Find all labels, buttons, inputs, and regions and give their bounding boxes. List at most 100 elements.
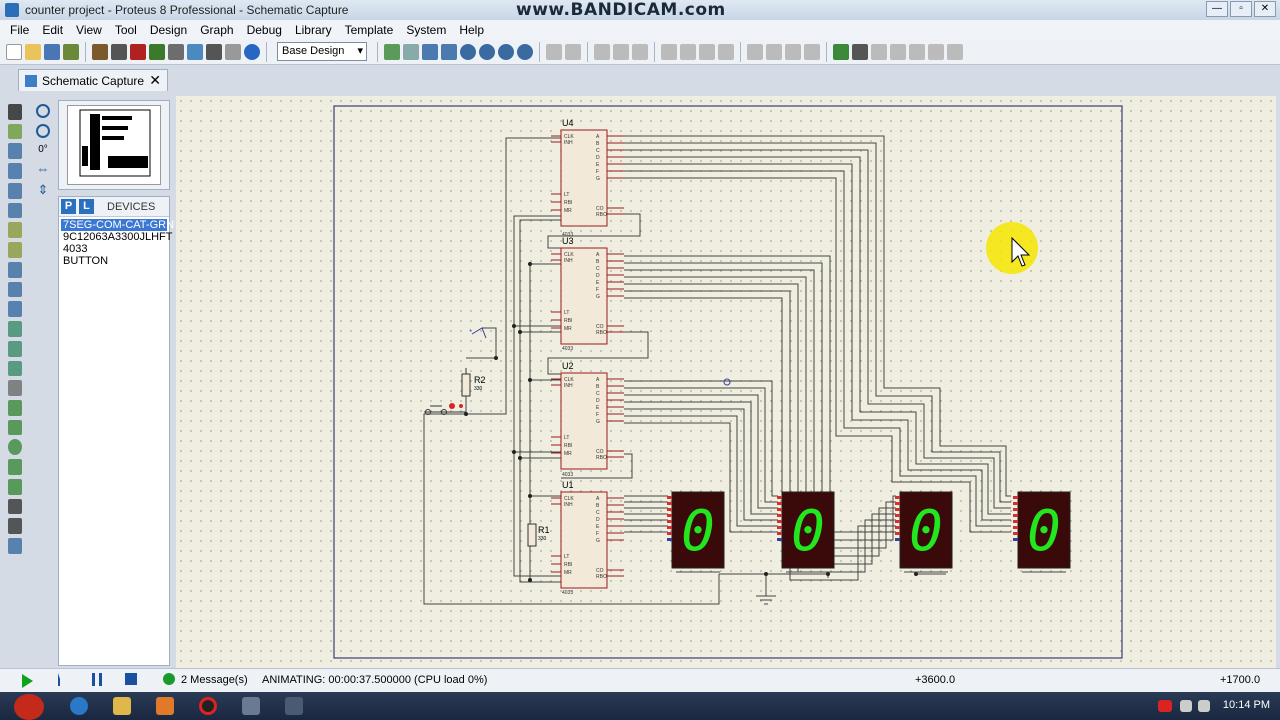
clock[interactable]: 10:14 PM xyxy=(1222,699,1270,711)
arc-icon[interactable] xyxy=(8,459,22,475)
search-icon[interactable] xyxy=(852,43,868,60)
block-delete-icon[interactable] xyxy=(718,43,734,60)
block-move-icon[interactable] xyxy=(680,43,696,60)
buses-icon[interactable] xyxy=(8,202,22,219)
path-icon[interactable] xyxy=(8,478,22,495)
pick-device-icon[interactable] xyxy=(747,43,763,60)
menu-design[interactable]: Design xyxy=(149,22,188,37)
start-button-icon[interactable] xyxy=(14,694,44,720)
run-simulation-button[interactable] xyxy=(22,674,33,688)
menu-system[interactable]: System xyxy=(406,22,447,37)
zoom-out-icon[interactable] xyxy=(479,43,495,60)
pcb-layout-icon[interactable] xyxy=(130,43,146,60)
zoom-area-icon[interactable] xyxy=(517,43,533,60)
block-copy-icon[interactable] xyxy=(661,43,677,60)
current-probe-icon[interactable] xyxy=(8,360,22,377)
origin-icon[interactable] xyxy=(422,43,438,60)
remove-sheet-icon[interactable] xyxy=(909,43,925,60)
stop-simulation-button[interactable] xyxy=(125,673,137,685)
overview-window[interactable] xyxy=(58,100,170,190)
tray-network-icon[interactable] xyxy=(1180,700,1192,712)
zoom-in-icon[interactable] xyxy=(460,43,476,60)
component-mode-icon[interactable] xyxy=(8,123,22,140)
netlist-icon[interactable] xyxy=(225,43,241,60)
save-icon[interactable] xyxy=(44,43,60,60)
tape-recorder-icon[interactable] xyxy=(8,301,22,318)
media-player-icon[interactable] xyxy=(156,697,174,715)
tab-schematic-capture[interactable]: Schematic Capture ✕ xyxy=(18,69,168,91)
menu-view[interactable]: View xyxy=(76,22,102,37)
tray-volume-icon[interactable] xyxy=(1198,700,1210,712)
schematic-icon[interactable] xyxy=(111,43,127,60)
browser-icon[interactable] xyxy=(70,697,88,715)
minimize-button[interactable]: — xyxy=(1206,1,1228,17)
close-window-button[interactable]: ✕ xyxy=(1254,1,1276,17)
copy-icon[interactable] xyxy=(613,43,629,60)
text-script-icon[interactable] xyxy=(8,182,22,199)
cut-icon[interactable] xyxy=(594,43,610,60)
import-icon[interactable] xyxy=(63,43,79,60)
tray-record-icon[interactable] xyxy=(1158,700,1172,712)
library-manager-button[interactable]: L xyxy=(79,199,94,214)
text-icon[interactable] xyxy=(8,498,22,515)
gerber-icon[interactable] xyxy=(149,43,165,60)
parent-sheet-icon[interactable] xyxy=(928,43,944,60)
rotation-angle[interactable]: 0° xyxy=(38,144,48,155)
home-icon[interactable] xyxy=(92,43,108,60)
redo-icon[interactable] xyxy=(565,43,581,60)
menu-debug[interactable]: Debug xyxy=(246,22,282,37)
design-select[interactable]: Base Design xyxy=(277,42,367,61)
new-file-icon[interactable] xyxy=(6,43,22,60)
proteus-taskbar-icon[interactable] xyxy=(242,697,260,715)
line-icon[interactable] xyxy=(8,400,22,416)
property-tool-icon[interactable] xyxy=(871,43,887,60)
source-code-icon[interactable] xyxy=(206,43,222,60)
box-icon[interactable] xyxy=(8,419,22,436)
circle-icon[interactable] xyxy=(8,439,22,456)
decompose-icon[interactable] xyxy=(804,43,820,60)
device-pins-icon[interactable] xyxy=(8,261,22,278)
help-icon[interactable] xyxy=(244,43,260,60)
menu-help[interactable]: Help xyxy=(459,22,485,37)
pan-icon[interactable] xyxy=(441,43,457,60)
undo-icon[interactable] xyxy=(546,43,562,60)
zoom-all-icon[interactable] xyxy=(498,43,514,60)
graph-icon[interactable] xyxy=(8,281,22,298)
report-icon[interactable] xyxy=(947,43,963,60)
pick-devices-button[interactable]: P xyxy=(61,199,76,214)
close-tab-icon[interactable]: ✕ xyxy=(149,72,161,88)
menu-tool[interactable]: Tool xyxy=(114,22,137,37)
mirror-vertical-icon[interactable]: ⇕ xyxy=(37,182,49,197)
wire-label-icon[interactable] xyxy=(8,163,22,179)
voltage-probe-icon[interactable] xyxy=(8,340,22,357)
menu-file[interactable]: File xyxy=(10,22,30,37)
device-item[interactable]: 4033 xyxy=(63,243,88,255)
block-rotate-icon[interactable] xyxy=(699,43,715,60)
marker-icon[interactable] xyxy=(8,538,22,554)
pause-simulation-button[interactable] xyxy=(92,673,102,686)
grid-icon[interactable] xyxy=(403,43,419,60)
rotate-anticlockwise-icon[interactable] xyxy=(36,124,50,138)
wire-autorouter-icon[interactable] xyxy=(833,43,849,60)
messages-count[interactable]: 2 Message(s) xyxy=(181,674,248,686)
junction-icon[interactable] xyxy=(8,143,22,160)
mirror-horizontal-icon[interactable]: ⇔ xyxy=(36,161,50,176)
maximize-button[interactable]: ▫ xyxy=(1230,1,1252,17)
make-device-icon[interactable] xyxy=(766,43,782,60)
virtual-instruments-icon[interactable] xyxy=(8,380,22,397)
rotate-clockwise-icon[interactable] xyxy=(36,104,50,118)
window-taskbar-icon[interactable] xyxy=(285,697,303,715)
new-sheet-icon[interactable] xyxy=(890,43,906,60)
menu-template[interactable]: Template xyxy=(344,22,394,37)
step-simulation-button[interactable] xyxy=(58,673,70,686)
bandicam-icon[interactable] xyxy=(199,697,217,715)
paste-icon[interactable] xyxy=(632,43,648,60)
packaging-tool-icon[interactable] xyxy=(785,43,801,60)
generator-icon[interactable] xyxy=(8,321,22,337)
open-folder-icon[interactable] xyxy=(25,43,41,60)
menu-graph[interactable]: Graph xyxy=(200,22,234,37)
device-item[interactable]: 7SEG-COM-CAT-GRN xyxy=(61,219,175,231)
subcircuit-icon[interactable] xyxy=(8,222,22,239)
selection-mode-icon[interactable] xyxy=(8,104,22,120)
